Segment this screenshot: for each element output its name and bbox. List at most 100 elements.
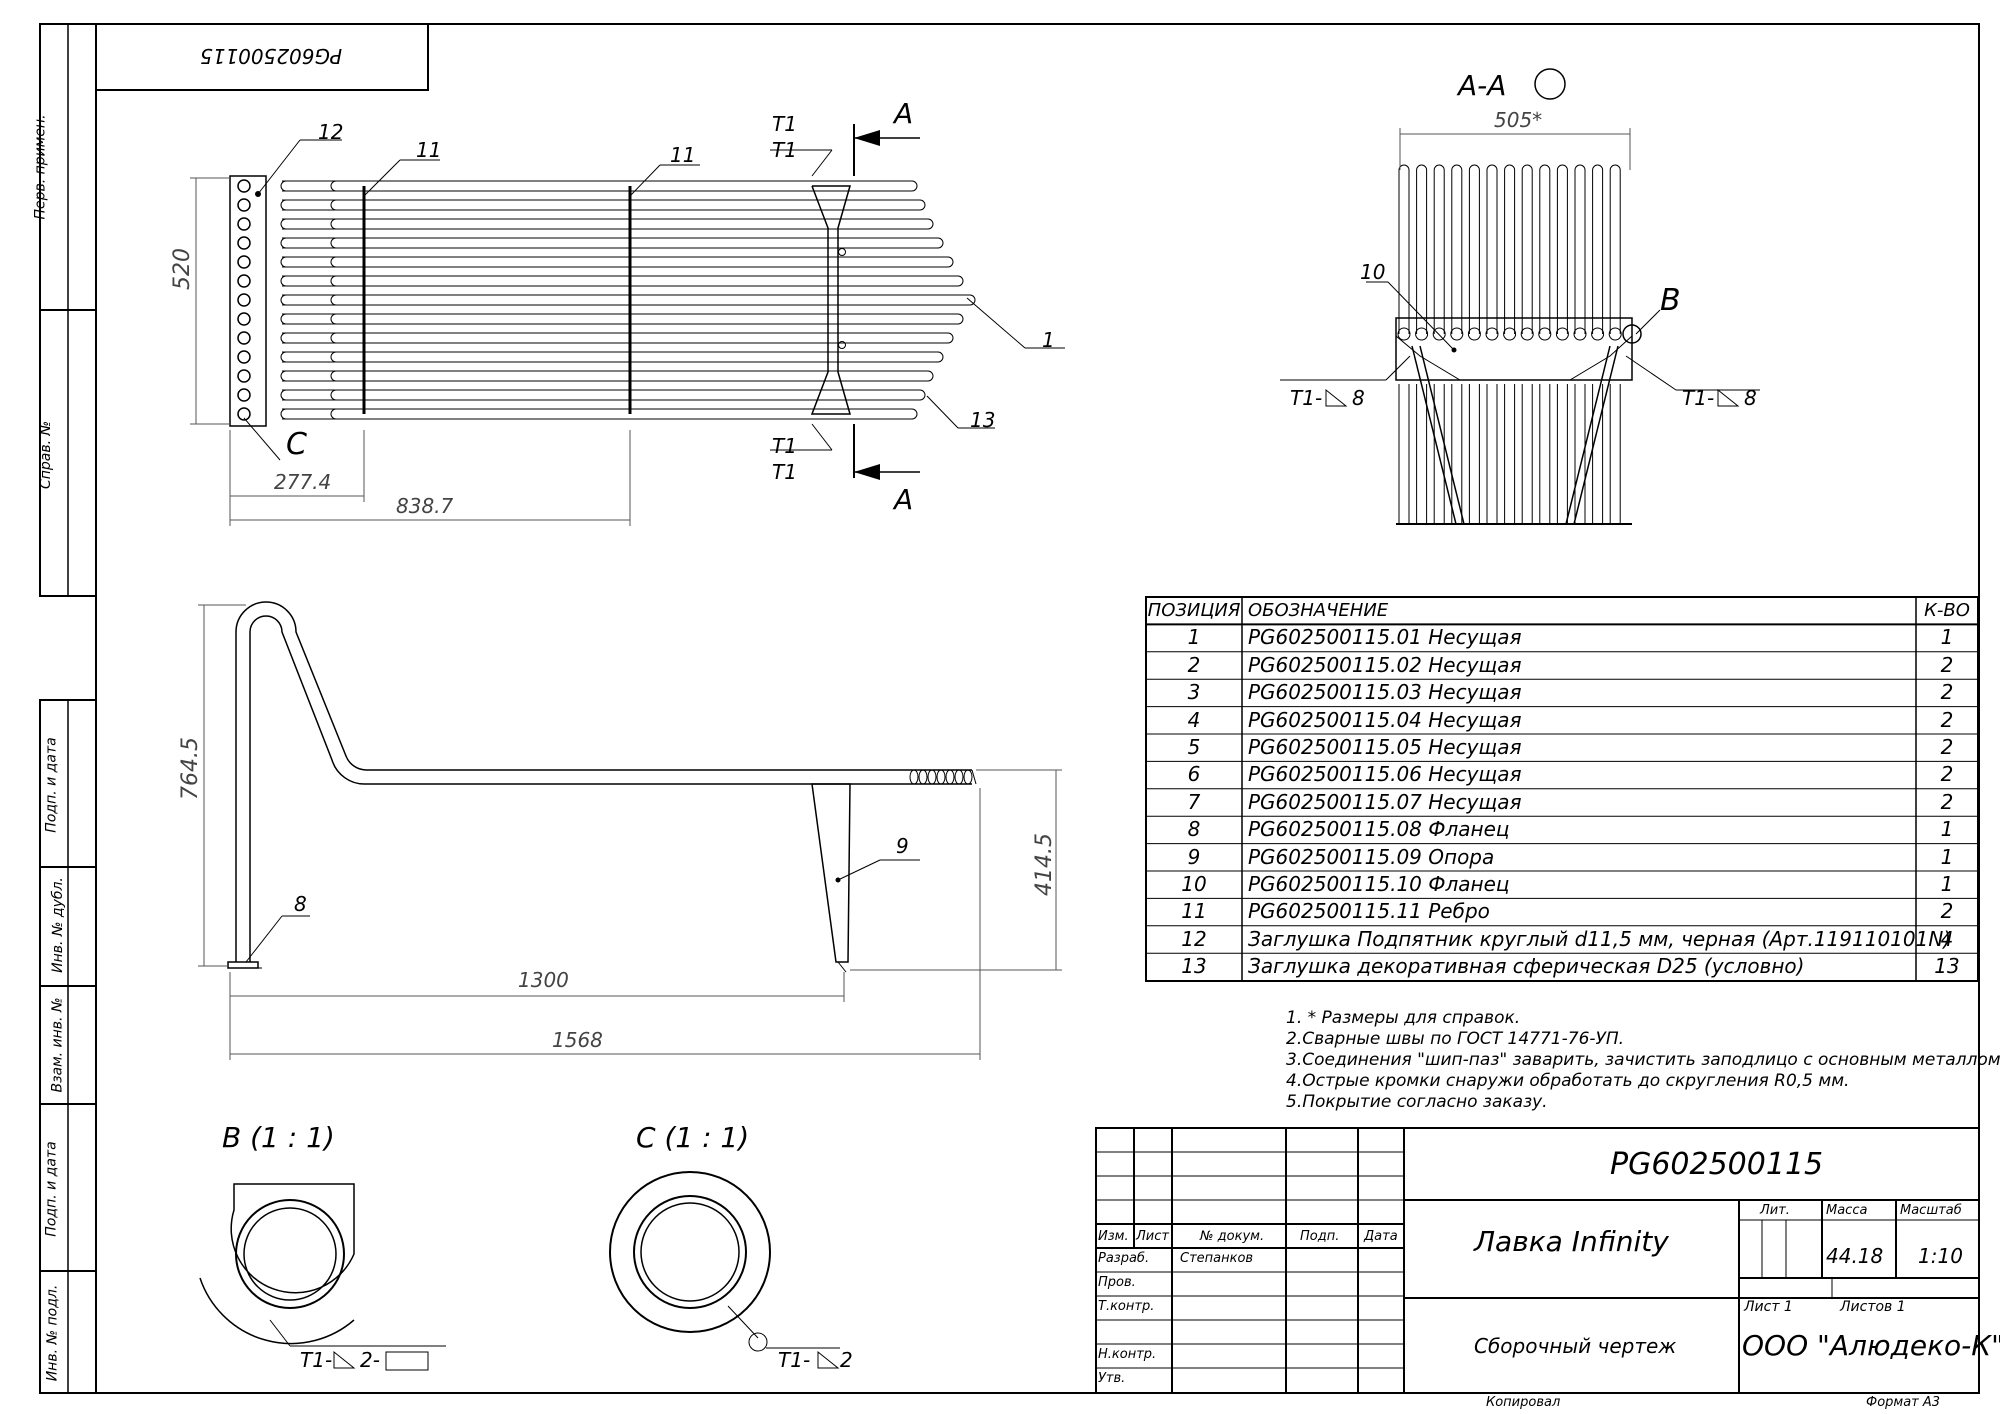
part-qty: 2 (1940, 789, 1954, 814)
section-tube-end (1432, 327, 1446, 341)
ball-cap (954, 769, 964, 785)
tb-role-nkontr: Н.контр. (1098, 1347, 1157, 1362)
tube-bend (280, 370, 287, 382)
tb-developer: Степанков (1180, 1251, 1254, 1266)
flange-hole (237, 198, 251, 212)
tube-end (957, 313, 964, 325)
part-name: Заглушка Подпятник круглый d11,5 мм, чер… (1248, 926, 1952, 951)
flange-hole (237, 274, 251, 288)
tube-bend (330, 408, 337, 420)
tb-format: Формат А3 (1866, 1395, 1941, 1410)
ball-cap (936, 769, 946, 785)
tube-bend (280, 218, 287, 230)
tube-bend (330, 275, 337, 287)
section-tube (1398, 164, 1410, 334)
part-name: PG602500115.06 Несущая (1248, 762, 1522, 787)
tb-sheet: Лист 1 (1744, 1299, 1793, 1315)
part-pos: 2 (1187, 652, 1201, 677)
part-pos: 7 (1187, 789, 1201, 814)
section-tube-end (1467, 327, 1481, 341)
section-tube-end (1397, 327, 1411, 341)
part-pos: 5 (1187, 735, 1201, 759)
header-name: ОБОЗНАЧЕНИЕ (1248, 600, 1389, 621)
tb-doc-type: Сборочный чертеж (1474, 1334, 1677, 1358)
part-pos: 6 (1187, 762, 1201, 787)
part-qty: 1 (1940, 817, 1954, 842)
flange-hole (237, 312, 251, 326)
section-mark-bottom: A (894, 483, 914, 516)
section-tube-end (1415, 327, 1429, 341)
weld-right-size: 8 (1744, 386, 1757, 410)
parts-header: ПОЗИЦИЯ ОБОЗНАЧЕНИЕ К-ВО (1146, 597, 1978, 624)
tube-bend (280, 408, 287, 420)
section-tube (1416, 164, 1428, 334)
part-pos: 11 (1181, 899, 1207, 924)
note-5: 5.Покрытие согласно заказу. (1286, 1092, 1548, 1112)
part-name: PG602500115.08 Фланец (1248, 817, 1510, 842)
weld-t1-3: T1 (772, 434, 797, 458)
ball-cap (945, 769, 955, 785)
tube-bend (330, 389, 337, 401)
part-qty: 1 (1940, 872, 1954, 896)
part-name: PG602500115.04 Несущая (1248, 707, 1522, 732)
weld-t1-1: T1 (772, 112, 797, 136)
dim-1300: 1300 (518, 968, 569, 992)
part-pos: 1 (1187, 625, 1201, 650)
tb-role-prov: Пров. (1098, 1275, 1136, 1290)
tube-bend (330, 218, 337, 230)
section-mark-top: A (894, 97, 914, 130)
section-tube (1468, 164, 1480, 334)
tb-scale: 1:10 (1918, 1244, 1963, 1268)
dim-764: 764.5 (178, 737, 203, 800)
tb-company: ООО "Алюдеко-К" (1742, 1329, 2000, 1362)
part-qty: 1 (1940, 844, 1954, 869)
flange-hole (237, 331, 251, 345)
section-tube-end (1485, 327, 1499, 341)
section-tube (1433, 164, 1445, 334)
tube-end (937, 237, 944, 249)
tb-col-izm: Изм. (1098, 1229, 1129, 1244)
section-tube-end (1608, 327, 1622, 341)
section-tube-end (1555, 327, 1569, 341)
part-qty: 2 (1940, 652, 1954, 677)
part-qty: 13 (1934, 954, 1960, 979)
side-label-inv-dubl: Инв. № дубл. (49, 877, 66, 973)
dim-505: 505* (1494, 108, 1543, 132)
side-label-podp1: Подп. и дата (43, 737, 60, 833)
tube-bend (280, 389, 287, 401)
dim-277: 277.4 (274, 470, 332, 494)
tube-bend (330, 237, 337, 249)
part-qty: 2 (1940, 735, 1954, 759)
section-tube (1574, 164, 1586, 334)
section-view (1280, 68, 1760, 525)
tb-mass: 44.18 (1826, 1244, 1884, 1268)
section-tube-end (1450, 327, 1464, 341)
part-pos: 4 (1187, 707, 1201, 732)
tb-col-podp: Подп. (1300, 1229, 1340, 1244)
weld-left-label: T1- (1290, 386, 1323, 410)
tube-bend (330, 370, 337, 382)
dim-414: 414.5 (1032, 833, 1057, 896)
tube-end (947, 332, 954, 344)
tube-bend (330, 199, 337, 211)
part-pos: 10 (1181, 872, 1207, 896)
tube-bend (280, 180, 287, 192)
weld-t1-2: T1 (772, 138, 797, 162)
part-pos: 9 (1187, 844, 1201, 869)
tube-bend (280, 313, 287, 325)
side-label-sprav: Справ. № (38, 420, 55, 490)
callout-11a: 11 (416, 138, 442, 162)
detail-c-weld: T1- (778, 1348, 811, 1372)
flange-hole (237, 179, 251, 193)
dim-1568: 1568 (552, 1028, 603, 1052)
parts-row: 4 PG602500115.04 Несущая 2 (1146, 707, 1978, 734)
part-name: PG602500115.01 Несущая (1248, 625, 1522, 650)
part-qty: 2 (1940, 707, 1954, 732)
header-pos: ПОЗИЦИЯ (1147, 600, 1241, 621)
section-tube-end (1591, 327, 1605, 341)
tb-col-list: Лист (1136, 1229, 1169, 1244)
side-label-vzam: Взам. инв. № (49, 997, 66, 1093)
part-qty: 2 (1940, 762, 1954, 787)
